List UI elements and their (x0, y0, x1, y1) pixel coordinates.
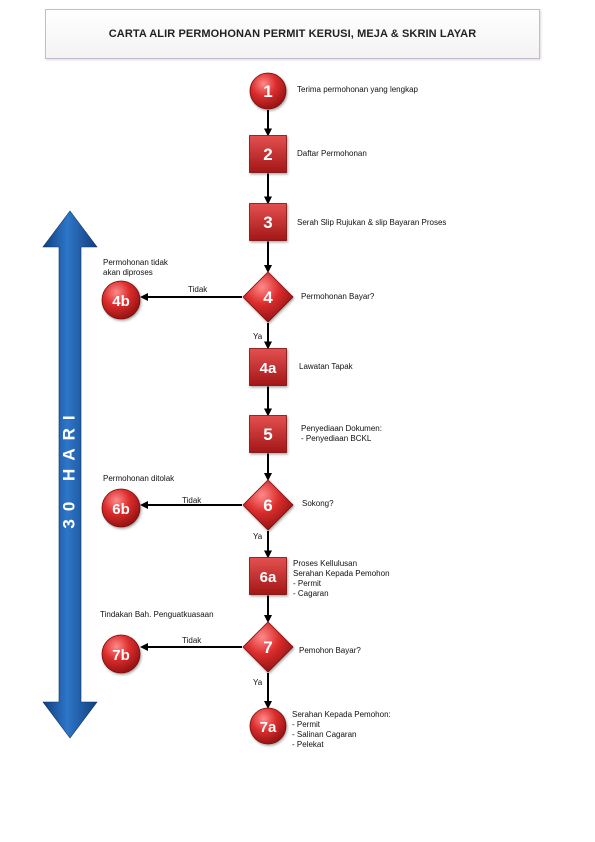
node-7: 7 (242, 621, 294, 673)
step-label-line: - Pelekat (292, 740, 324, 749)
node-shape-7a (249, 707, 287, 745)
node-5: 5 (249, 415, 287, 453)
edge-label-6-6a: Ya (253, 532, 263, 541)
node-shape-7 (242, 621, 294, 673)
step-label-line: - Cagaran (293, 589, 329, 598)
step-label-4: Permohonan Bayar? (301, 292, 374, 302)
node-number-7: 7 (263, 638, 272, 657)
step-label-line: Sokong? (302, 499, 334, 508)
edge-label-7-7a: Ya (253, 678, 263, 687)
node-number-6a: 6a (260, 569, 277, 586)
step-label-line: Permohonan ditolak (103, 474, 175, 483)
node-6a: 6a (249, 557, 287, 595)
edge-label-6-6b: Tidak (182, 496, 202, 505)
step-label-6: Sokong? (302, 499, 334, 509)
node-shape-6b (101, 488, 141, 528)
edge-label-4-4b: Tidak (188, 285, 208, 294)
step-label-line: Penyediaan Dokumen: (301, 424, 382, 433)
node-number-7b: 7b (112, 647, 130, 664)
node-shape-4 (242, 271, 294, 323)
step-label-4b: Permohonan tidak akan diproses (103, 258, 168, 278)
edge-label-4-4a: Ya (253, 332, 263, 341)
node-7a: 7a (249, 707, 287, 745)
step-label-line: Serah Slip Rujukan & slip Bayaran Proses (297, 218, 447, 227)
step-label-line: Permohonan Bayar? (301, 292, 375, 301)
step-label-line: Tindakan Bah. Penguatkuasaan (100, 610, 214, 619)
step-label-line: - Penyediaan BCKL (301, 434, 372, 443)
step-label-line: - Permit (292, 720, 320, 729)
step-label-5: Penyediaan Dokumen:- Penyediaan BCKL (301, 424, 382, 444)
step-label-line: akan diproses (103, 268, 153, 277)
step-label-6b: Permohonan ditolak (103, 474, 174, 484)
timeline-label: 30 HARI (60, 406, 79, 529)
node-shape-2 (249, 135, 287, 173)
node-shape-3 (249, 203, 287, 241)
step-label-line: Serahan Kepada Pemohon: (292, 710, 391, 719)
node-number-1: 1 (263, 82, 272, 101)
step-label-1: Terima permohonan yang lengkap (297, 85, 418, 95)
step-label-line: - Salinan Cagaran (292, 730, 357, 739)
step-label-4a: Lawatan Tapak (299, 362, 353, 372)
node-number-3: 3 (263, 213, 272, 232)
node-shape-4a (249, 348, 287, 386)
step-label-line: Proses Kellulusan (293, 559, 358, 568)
node-shape-1 (249, 72, 287, 110)
step-label-line: Pemohon Bayar? (299, 646, 361, 655)
step-label-3: Serah Slip Rujukan & slip Bayaran Proses (297, 218, 446, 228)
title-box: CARTA ALIR PERMOHONAN PERMIT KERUSI, MEJ… (45, 9, 540, 59)
node-6b: 6b (101, 488, 141, 528)
node-4: 4 (242, 271, 294, 323)
node-shape-6 (242, 479, 294, 531)
node-number-7a: 7a (260, 719, 277, 736)
node-shape-5 (249, 415, 287, 453)
step-label-2: Daftar Permohonan (297, 149, 367, 159)
timeline-label-box: 30 HARI (45, 230, 95, 705)
node-number-4b: 4b (112, 293, 130, 310)
node-shape-6a (249, 557, 287, 595)
node-number-2: 2 (263, 145, 272, 164)
step-label-line: Lawatan Tapak (299, 362, 353, 371)
node-number-5: 5 (263, 425, 272, 444)
step-label-line: Permohonan tidak (103, 258, 168, 267)
step-label-7a: Serahan Kepada Pemohon:- Permit- Salinan… (292, 710, 391, 750)
edge-label-7-7b: Tidak (182, 636, 202, 645)
node-shape-7b (101, 634, 141, 674)
timeline-arrow (42, 210, 98, 739)
node-1: 1 (249, 72, 287, 110)
node-4a: 4a (249, 348, 287, 386)
step-label-7: Pemohon Bayar? (299, 646, 361, 656)
node-number-4: 4 (263, 288, 273, 307)
node-7b: 7b (101, 634, 141, 674)
node-shape-4b (101, 280, 141, 320)
page-title: CARTA ALIR PERMOHONAN PERMIT KERUSI, MEJ… (108, 28, 477, 40)
step-label-line: Daftar Permohonan (297, 149, 367, 158)
step-label-line: Serahan Kepada Pemohon (293, 569, 390, 578)
node-3: 3 (249, 203, 287, 241)
node-2: 2 (249, 135, 287, 173)
step-label-line: Terima permohonan yang lengkap (297, 85, 418, 94)
step-label-7b: Tindakan Bah. Penguatkuasaan (100, 610, 214, 620)
node-4b: 4b (101, 280, 141, 320)
node-6: 6 (242, 479, 294, 531)
node-number-4a: 4a (260, 360, 277, 377)
node-number-6: 6 (263, 496, 272, 515)
step-label-line: - Permit (293, 579, 321, 588)
node-number-6b: 6b (112, 501, 130, 518)
